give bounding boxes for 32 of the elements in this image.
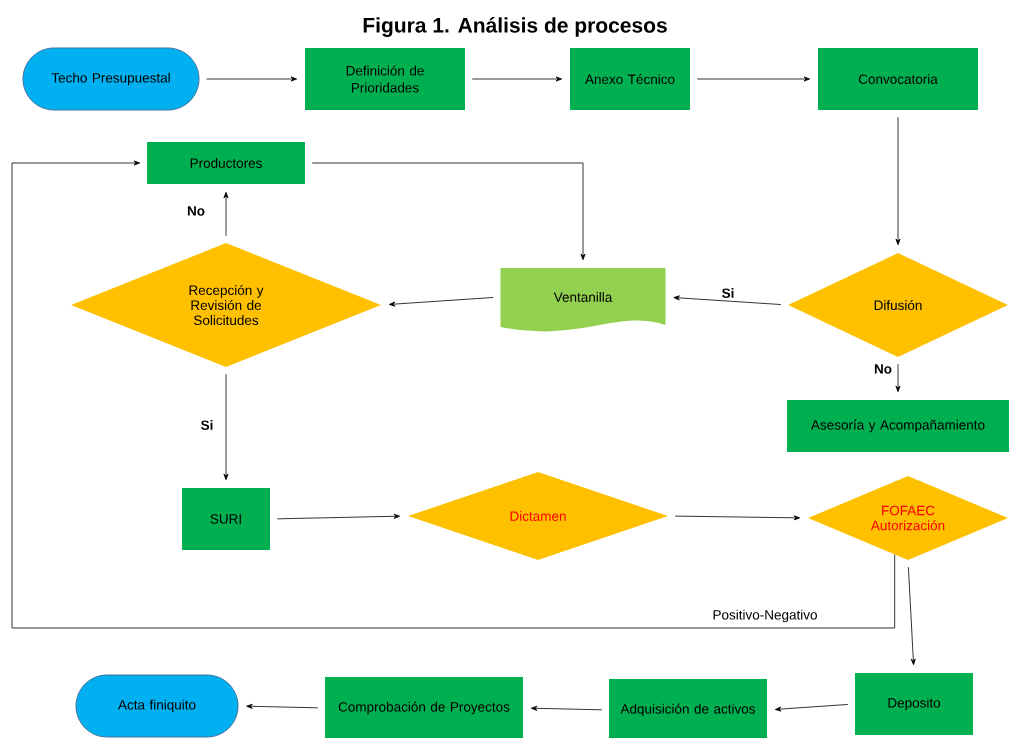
arrow: [908, 566, 916, 666]
process-box: Adquisición de activos: [609, 679, 767, 738]
arrow: [895, 116, 901, 246]
arrow: [276, 513, 401, 520]
process-box: Productores: [147, 142, 305, 184]
process-box: Deposito: [855, 673, 973, 735]
arrow: [206, 76, 298, 82]
edge-label: No: [872, 362, 894, 376]
process-box: Definición de Prioridades: [305, 48, 465, 110]
arrow: [311, 162, 586, 261]
edge-label: Si: [199, 418, 215, 432]
arrow: [674, 515, 801, 521]
arrow: [223, 191, 229, 237]
arrow: [530, 705, 603, 711]
title: Figura 1. Análisis de procesos: [363, 17, 667, 37]
arrow: [673, 295, 782, 305]
edge-label: Positivo-Negativo: [711, 608, 820, 624]
edge-label: Si: [720, 286, 736, 300]
arrow: [774, 704, 849, 712]
process-box: SURI: [182, 488, 270, 550]
arrow: [696, 76, 811, 82]
arrow: [246, 703, 319, 709]
process-box: Convocatoria: [818, 48, 978, 110]
edge-label: No: [185, 204, 207, 218]
arrow: [11, 160, 896, 629]
process-box: Comprobación de Proyectos: [325, 677, 523, 738]
process-box: Anexo Técnico: [570, 48, 690, 110]
arrow: [471, 76, 563, 82]
process-box: Asesoría y Acompañamiento: [787, 400, 1009, 452]
arrow: [895, 363, 901, 393]
arrow: [223, 373, 229, 481]
arrow: [388, 297, 494, 307]
